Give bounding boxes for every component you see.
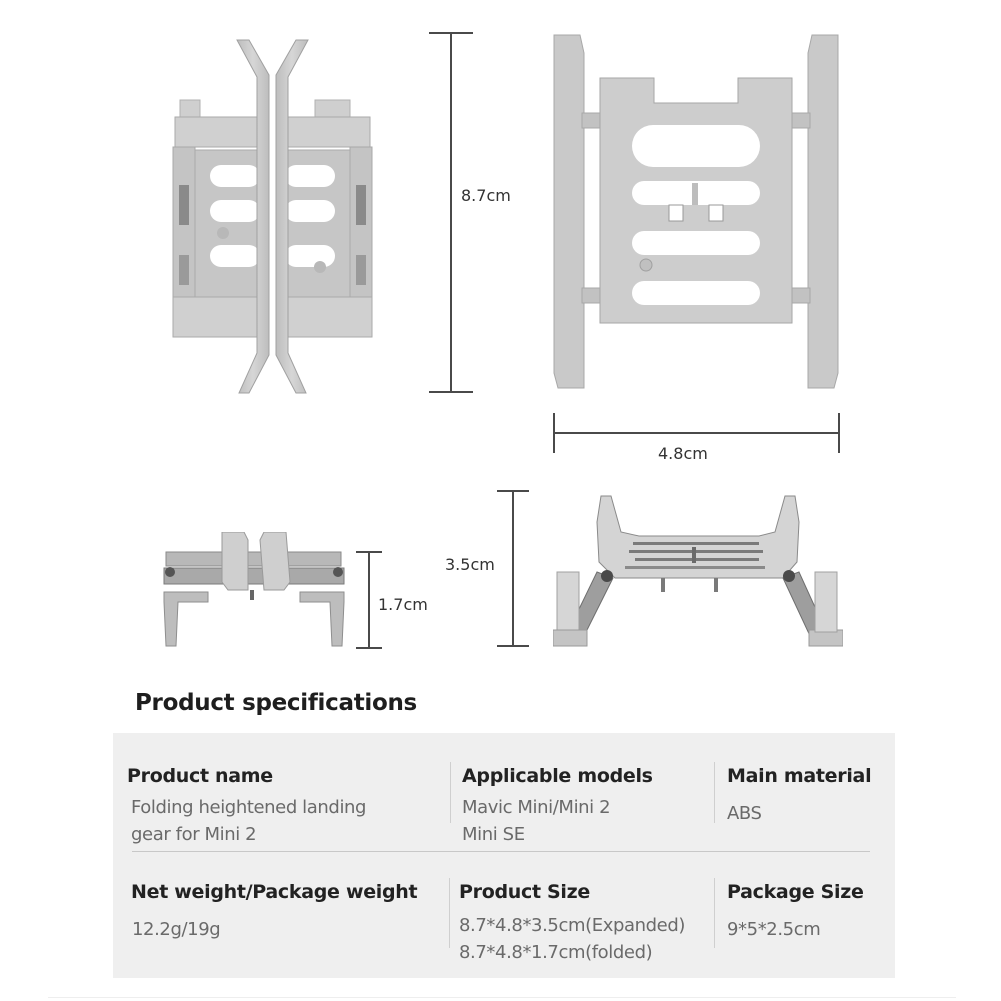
row-divider — [132, 851, 870, 852]
expanded-top-view-image — [552, 33, 840, 393]
spec-value-package-size: 9*5*2.5cm — [727, 919, 821, 940]
landing-gear-folded-side-illustration — [163, 531, 345, 647]
spec-label-product-name: Product name — [127, 765, 273, 787]
folded-side-view-image — [158, 531, 350, 648]
dimension-label-side-height: 3.5cm — [445, 555, 495, 574]
expanded-side-view-image — [552, 492, 844, 648]
spec-value-product-size-expanded: 8.7*4.8*3.5cm(Expanded) — [459, 915, 685, 936]
landing-gear-folded-top-illustration — [172, 39, 373, 394]
spec-value-models-line1: Mavic Mini/Mini 2 — [462, 797, 611, 818]
spec-value-models-line2: Mini SE — [462, 824, 525, 845]
landing-gear-expanded-side-illustration — [552, 495, 844, 647]
folded-top-view-image — [165, 35, 380, 395]
spec-value-product-name-line1: Folding heightened landing — [131, 797, 367, 818]
spec-value-product-name-line2: gear for Mini 2 — [131, 824, 257, 845]
spec-label-main-material: Main material — [727, 765, 872, 787]
column-divider — [714, 762, 715, 823]
dimension-label-folded-height: 1.7cm — [378, 595, 428, 614]
specs-panel: Product name Folding heightened landing … — [113, 733, 895, 978]
dimension-label-height: 8.7cm — [461, 186, 511, 205]
column-divider — [449, 878, 450, 948]
bottom-divider — [48, 997, 956, 998]
column-divider — [450, 762, 451, 823]
column-divider — [714, 878, 715, 948]
dimension-label-width: 4.8cm — [658, 444, 708, 463]
spec-label-weight: Net weight/Package weight — [131, 881, 418, 903]
spec-label-applicable-models: Applicable models — [462, 765, 653, 787]
spec-label-product-size: Product Size — [459, 881, 590, 903]
spec-label-package-size: Package Size — [727, 881, 864, 903]
spec-value-main-material: ABS — [727, 803, 762, 824]
spec-value-weight: 12.2g/19g — [132, 919, 221, 940]
landing-gear-expanded-top-illustration — [553, 34, 839, 389]
spec-value-product-size-folded: 8.7*4.8*1.7cm(folded) — [459, 942, 653, 963]
specs-title: Product specifications — [135, 690, 417, 716]
